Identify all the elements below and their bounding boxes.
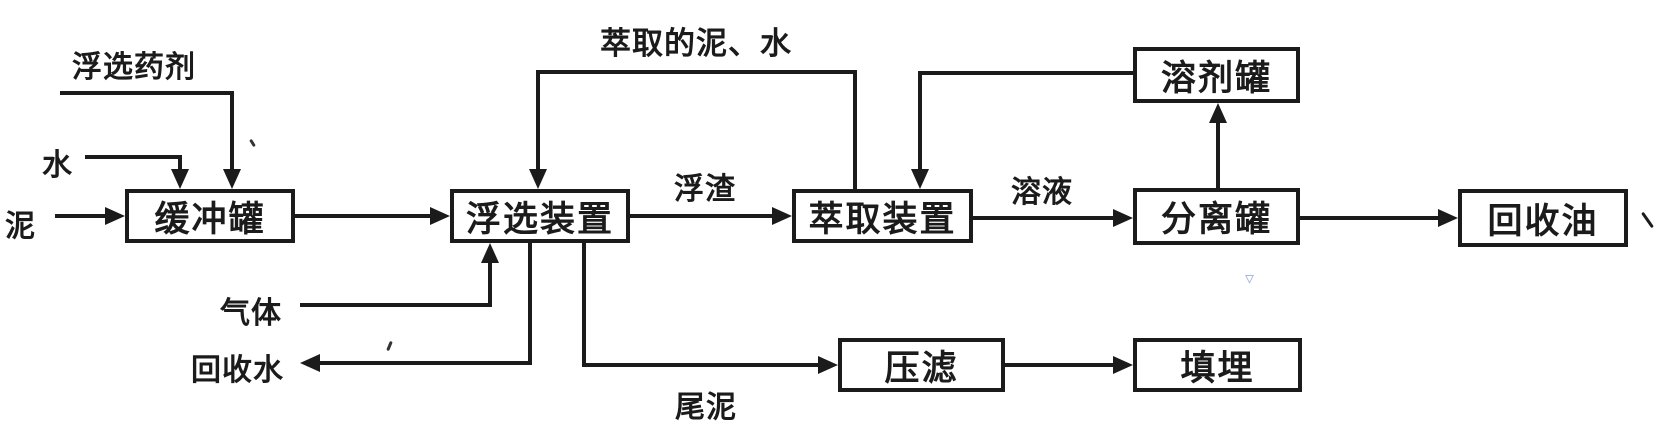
label-solution: 溶液 xyxy=(1011,176,1073,209)
line-segment xyxy=(528,243,532,365)
node-recovered-oil-label: 回收油 xyxy=(1487,201,1599,241)
arrowhead-right-icon xyxy=(1113,356,1133,374)
line-segment xyxy=(1216,123,1220,188)
line-segment xyxy=(300,303,488,307)
line-segment xyxy=(536,70,857,74)
node-separator-tank-label: 分离罐 xyxy=(1160,200,1272,239)
blue-artifact-icon: ▿ xyxy=(1245,268,1255,288)
arrowhead-up-icon xyxy=(481,243,499,263)
node-recovered-oil: 回收油 xyxy=(1458,189,1628,247)
edge-tick-artifact xyxy=(1641,211,1654,229)
node-flotation-unit: 浮选装置 xyxy=(450,189,630,243)
arrowhead-right-icon xyxy=(1113,209,1133,227)
node-landfill: 填埋 xyxy=(1133,338,1302,392)
line-segment xyxy=(853,72,857,189)
line-segment xyxy=(55,214,107,218)
arrowhead-down-icon xyxy=(911,169,929,189)
arrowhead-right-icon xyxy=(772,207,792,225)
line-segment xyxy=(320,361,532,365)
line-segment xyxy=(85,155,182,159)
line-segment xyxy=(1005,363,1113,367)
node-separator-tank: 分离罐 xyxy=(1133,188,1300,245)
arrowhead-right-icon xyxy=(105,207,125,225)
node-filter-press-label: 压滤 xyxy=(884,348,959,388)
arrowhead-down-icon xyxy=(529,169,547,189)
node-extraction-unit: 萃取装置 xyxy=(792,189,973,243)
label-mud: 泥 xyxy=(5,210,36,243)
line-segment xyxy=(918,71,922,169)
arrowhead-left-icon xyxy=(300,354,320,372)
arrowhead-down-icon xyxy=(171,169,189,189)
line-segment xyxy=(295,214,432,218)
line-segment xyxy=(230,91,234,169)
node-solvent-tank-label: 溶剂罐 xyxy=(1160,58,1272,98)
label-froth: 浮渣 xyxy=(674,173,736,206)
line-segment xyxy=(918,71,1133,75)
label-water: 水 xyxy=(42,149,73,182)
label-flotation-reagent: 浮选药剂 xyxy=(72,51,196,84)
arrowhead-up-icon xyxy=(1209,103,1227,123)
node-filter-press: 压滤 xyxy=(838,338,1005,392)
label-recovered-water: 回收水 xyxy=(191,354,284,387)
line-segment xyxy=(488,263,492,307)
arrowhead-right-icon xyxy=(818,356,838,374)
arrowhead-right-icon xyxy=(1438,209,1458,227)
line-segment xyxy=(1300,216,1438,220)
line-segment xyxy=(630,214,772,218)
label-tail-mud: 尾泥 xyxy=(675,391,737,424)
arrowhead-right-icon xyxy=(430,207,450,225)
node-landfill-label: 填埋 xyxy=(1180,348,1255,388)
arrowhead-down-icon xyxy=(223,169,241,189)
scan-speck xyxy=(249,138,256,148)
node-flotation-unit-label: 浮选装置 xyxy=(465,199,614,239)
node-buffer-tank: 缓冲罐 xyxy=(125,189,295,243)
label-extracted-mud-water: 萃取的泥、水 xyxy=(600,26,792,61)
line-segment xyxy=(582,363,818,367)
line-segment xyxy=(178,155,182,169)
label-gas: 气体 xyxy=(220,297,282,330)
node-solvent-tank: 溶剂罐 xyxy=(1133,47,1300,103)
node-extraction-unit-label: 萃取装置 xyxy=(808,199,957,239)
line-segment xyxy=(973,216,1113,220)
line-segment xyxy=(536,70,540,169)
node-buffer-tank-label: 缓冲罐 xyxy=(154,199,266,239)
line-segment xyxy=(582,243,586,367)
scan-speck xyxy=(386,340,393,352)
line-segment xyxy=(60,91,234,95)
